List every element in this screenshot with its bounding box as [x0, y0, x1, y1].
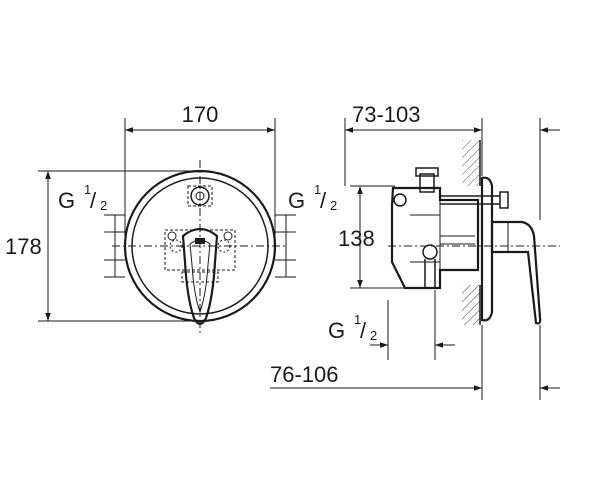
dim-depth-bottom: 76-106 — [270, 325, 560, 400]
svg-text:2: 2 — [330, 198, 337, 213]
svg-text:/: / — [360, 318, 367, 343]
side-outlet — [422, 244, 438, 260]
dim-height-front-label: 178 — [5, 234, 42, 259]
dim-height-side: 138 — [338, 185, 405, 289]
dim-depth-top: 73-103 — [344, 102, 560, 220]
svg-text:2: 2 — [100, 198, 107, 213]
wall-hatch-bottom — [462, 285, 480, 325]
side-view — [388, 140, 560, 325]
dim-height-front: 178 — [5, 170, 200, 322]
svg-text:1: 1 — [354, 312, 361, 327]
svg-text:1: 1 — [314, 182, 321, 197]
thread-label-right: G 1 / 2 — [275, 182, 337, 278]
svg-text:G: G — [328, 318, 345, 343]
lever-side — [490, 220, 542, 325]
cover-plate — [480, 176, 494, 322]
dim-depth-top-label: 73-103 — [352, 102, 421, 127]
svg-text:/: / — [90, 188, 97, 213]
dim-height-side-label: 138 — [338, 226, 375, 251]
svg-text:1: 1 — [84, 182, 91, 197]
dim-depth-bottom-label: 76-106 — [270, 362, 339, 387]
wall-hatch-top — [462, 140, 480, 186]
svg-text:G: G — [58, 188, 75, 213]
thread-label-bottom: G 1 / 2 — [328, 290, 455, 360]
svg-text:2: 2 — [370, 328, 377, 343]
dim-width-front-label: 170 — [182, 102, 219, 127]
thread-label-left: G 1 / 2 — [58, 182, 125, 278]
svg-text:G: G — [288, 188, 305, 213]
lever-handle — [181, 227, 219, 326]
dim-width-front: 170 — [124, 102, 276, 246]
svg-text:/: / — [320, 188, 327, 213]
front-view — [112, 160, 288, 335]
